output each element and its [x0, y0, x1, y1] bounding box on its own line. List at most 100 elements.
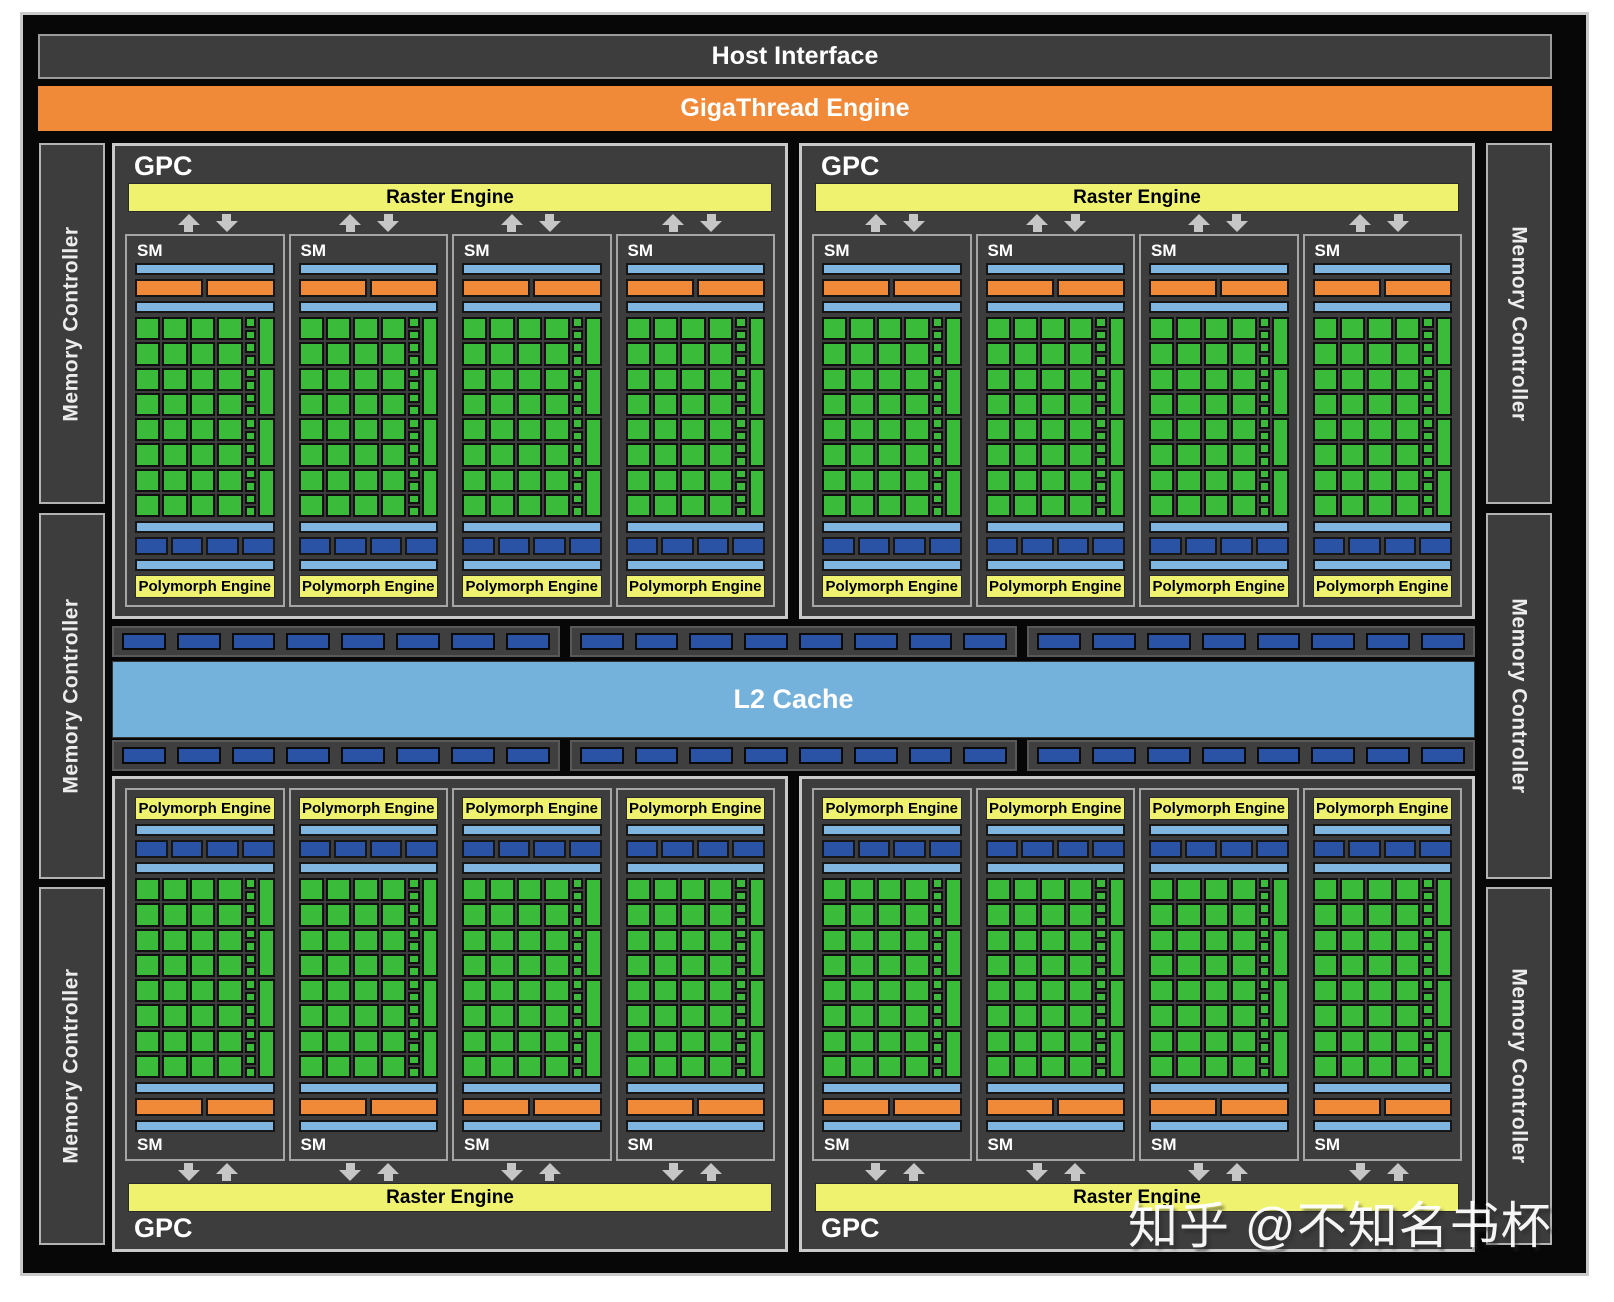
- l2-link-cell: [798, 747, 843, 764]
- core-cell: [625, 979, 651, 1003]
- sm-bus-bar: [1312, 1082, 1452, 1094]
- core-cell: [489, 953, 515, 977]
- core-cell: [625, 928, 651, 952]
- ldst-cell: [244, 1004, 257, 1015]
- core-cell: [380, 418, 407, 442]
- sm-label: SM: [464, 241, 490, 260]
- l2-link-cell: [1421, 747, 1465, 764]
- ldst-cell: [571, 468, 584, 480]
- ldst-cell: [571, 878, 584, 889]
- ldst-cell: [408, 890, 420, 902]
- watermark: 知乎 @不知名书杯: [1128, 1186, 1552, 1258]
- core-cell: [652, 878, 679, 902]
- core-cell: [1012, 443, 1039, 467]
- ldst-unit-cell: [206, 840, 239, 858]
- core-cell: [876, 392, 903, 416]
- gpc-label: GPC: [821, 151, 880, 181]
- core-cell: [353, 392, 379, 416]
- l2-link-cell: [231, 747, 276, 764]
- ldst-cell: [1095, 941, 1107, 952]
- core-cell: [1012, 468, 1039, 492]
- arrow-up-icon: [1187, 212, 1210, 234]
- sfu-cell: [421, 979, 438, 1028]
- sm-bus-bar: [985, 521, 1125, 533]
- core-cell: [544, 392, 570, 416]
- core-cell: [625, 1004, 651, 1028]
- arrow-pair: [450, 1161, 612, 1183]
- scheduler-cell: [369, 279, 438, 297]
- core-cell: [1203, 342, 1230, 366]
- core-cell: [162, 979, 188, 1003]
- sfu-cell: [421, 468, 438, 517]
- ldst-cell: [1095, 953, 1107, 965]
- core-cell: [1012, 1029, 1039, 1053]
- core-cell: [1339, 878, 1366, 902]
- ldst-cell: [735, 481, 747, 492]
- ldst-cell: [1095, 468, 1107, 480]
- core-cell: [1203, 953, 1230, 977]
- sm-bus-bar: [135, 301, 275, 313]
- core-cell: [1339, 342, 1366, 366]
- core-cell: [189, 443, 216, 467]
- core-cell: [489, 1029, 515, 1053]
- core-cell: [1040, 928, 1066, 952]
- core-cell: [189, 418, 216, 442]
- ldst-cell: [1422, 979, 1434, 990]
- core-cell: [904, 928, 930, 952]
- core-cell: [1149, 468, 1175, 492]
- core-cell: [516, 317, 543, 341]
- core-cell: [985, 1054, 1011, 1078]
- core-cell: [298, 928, 324, 952]
- gpc-label: GPC: [134, 1213, 193, 1243]
- arrow-stem: [909, 1174, 919, 1181]
- sfu-cell: [1108, 878, 1125, 927]
- core-cell: [707, 1004, 734, 1028]
- sfu-cell: [258, 928, 275, 977]
- core-cell: [904, 342, 930, 366]
- core-cell: [353, 493, 379, 517]
- core-cell: [680, 979, 706, 1003]
- core-cell: [904, 979, 930, 1003]
- core-cell: [298, 1054, 324, 1078]
- memory-controller-left-1: Memory Controller: [39, 143, 105, 504]
- l2-link-cell: [122, 747, 166, 764]
- core-cell: [985, 418, 1011, 442]
- memory-controller-right-3: Memory Controller: [1486, 887, 1552, 1245]
- core-cell: [680, 342, 706, 366]
- core-cell: [904, 317, 930, 341]
- sm-scheduler-row: [985, 279, 1125, 297]
- core-cell: [544, 317, 570, 341]
- ldst-cell: [1422, 1029, 1434, 1041]
- core-cell: [822, 392, 848, 416]
- core-cell: [1339, 392, 1366, 416]
- core-cell: [876, 979, 903, 1003]
- scheduler-cell: [1383, 1098, 1452, 1116]
- core-cell: [1203, 443, 1230, 467]
- ldst-cell: [931, 506, 944, 517]
- ldst-cell: [1095, 329, 1107, 341]
- core-cell: [325, 953, 352, 977]
- core-cell: [516, 979, 543, 1003]
- sfu-cell: [421, 367, 438, 416]
- core-cell: [1339, 418, 1366, 442]
- sm-ldst-row: [985, 537, 1125, 555]
- core-cell: [1312, 1054, 1338, 1078]
- core-cell: [1394, 443, 1421, 467]
- core-cell: [680, 1029, 706, 1053]
- core-cell: [462, 367, 488, 391]
- core-cell: [1176, 443, 1202, 467]
- sfu-cell: [945, 468, 962, 517]
- core-cell: [489, 878, 515, 902]
- core-cell: [489, 1054, 515, 1078]
- core-cell: [325, 342, 352, 366]
- sfu-cell: [1272, 1029, 1289, 1078]
- core-cell: [516, 418, 543, 442]
- core-grid: [625, 317, 765, 517]
- ldst-cell: [931, 890, 944, 902]
- core-cell: [849, 367, 875, 391]
- sm-bus-bar: [1312, 559, 1452, 571]
- core-cell: [707, 878, 734, 902]
